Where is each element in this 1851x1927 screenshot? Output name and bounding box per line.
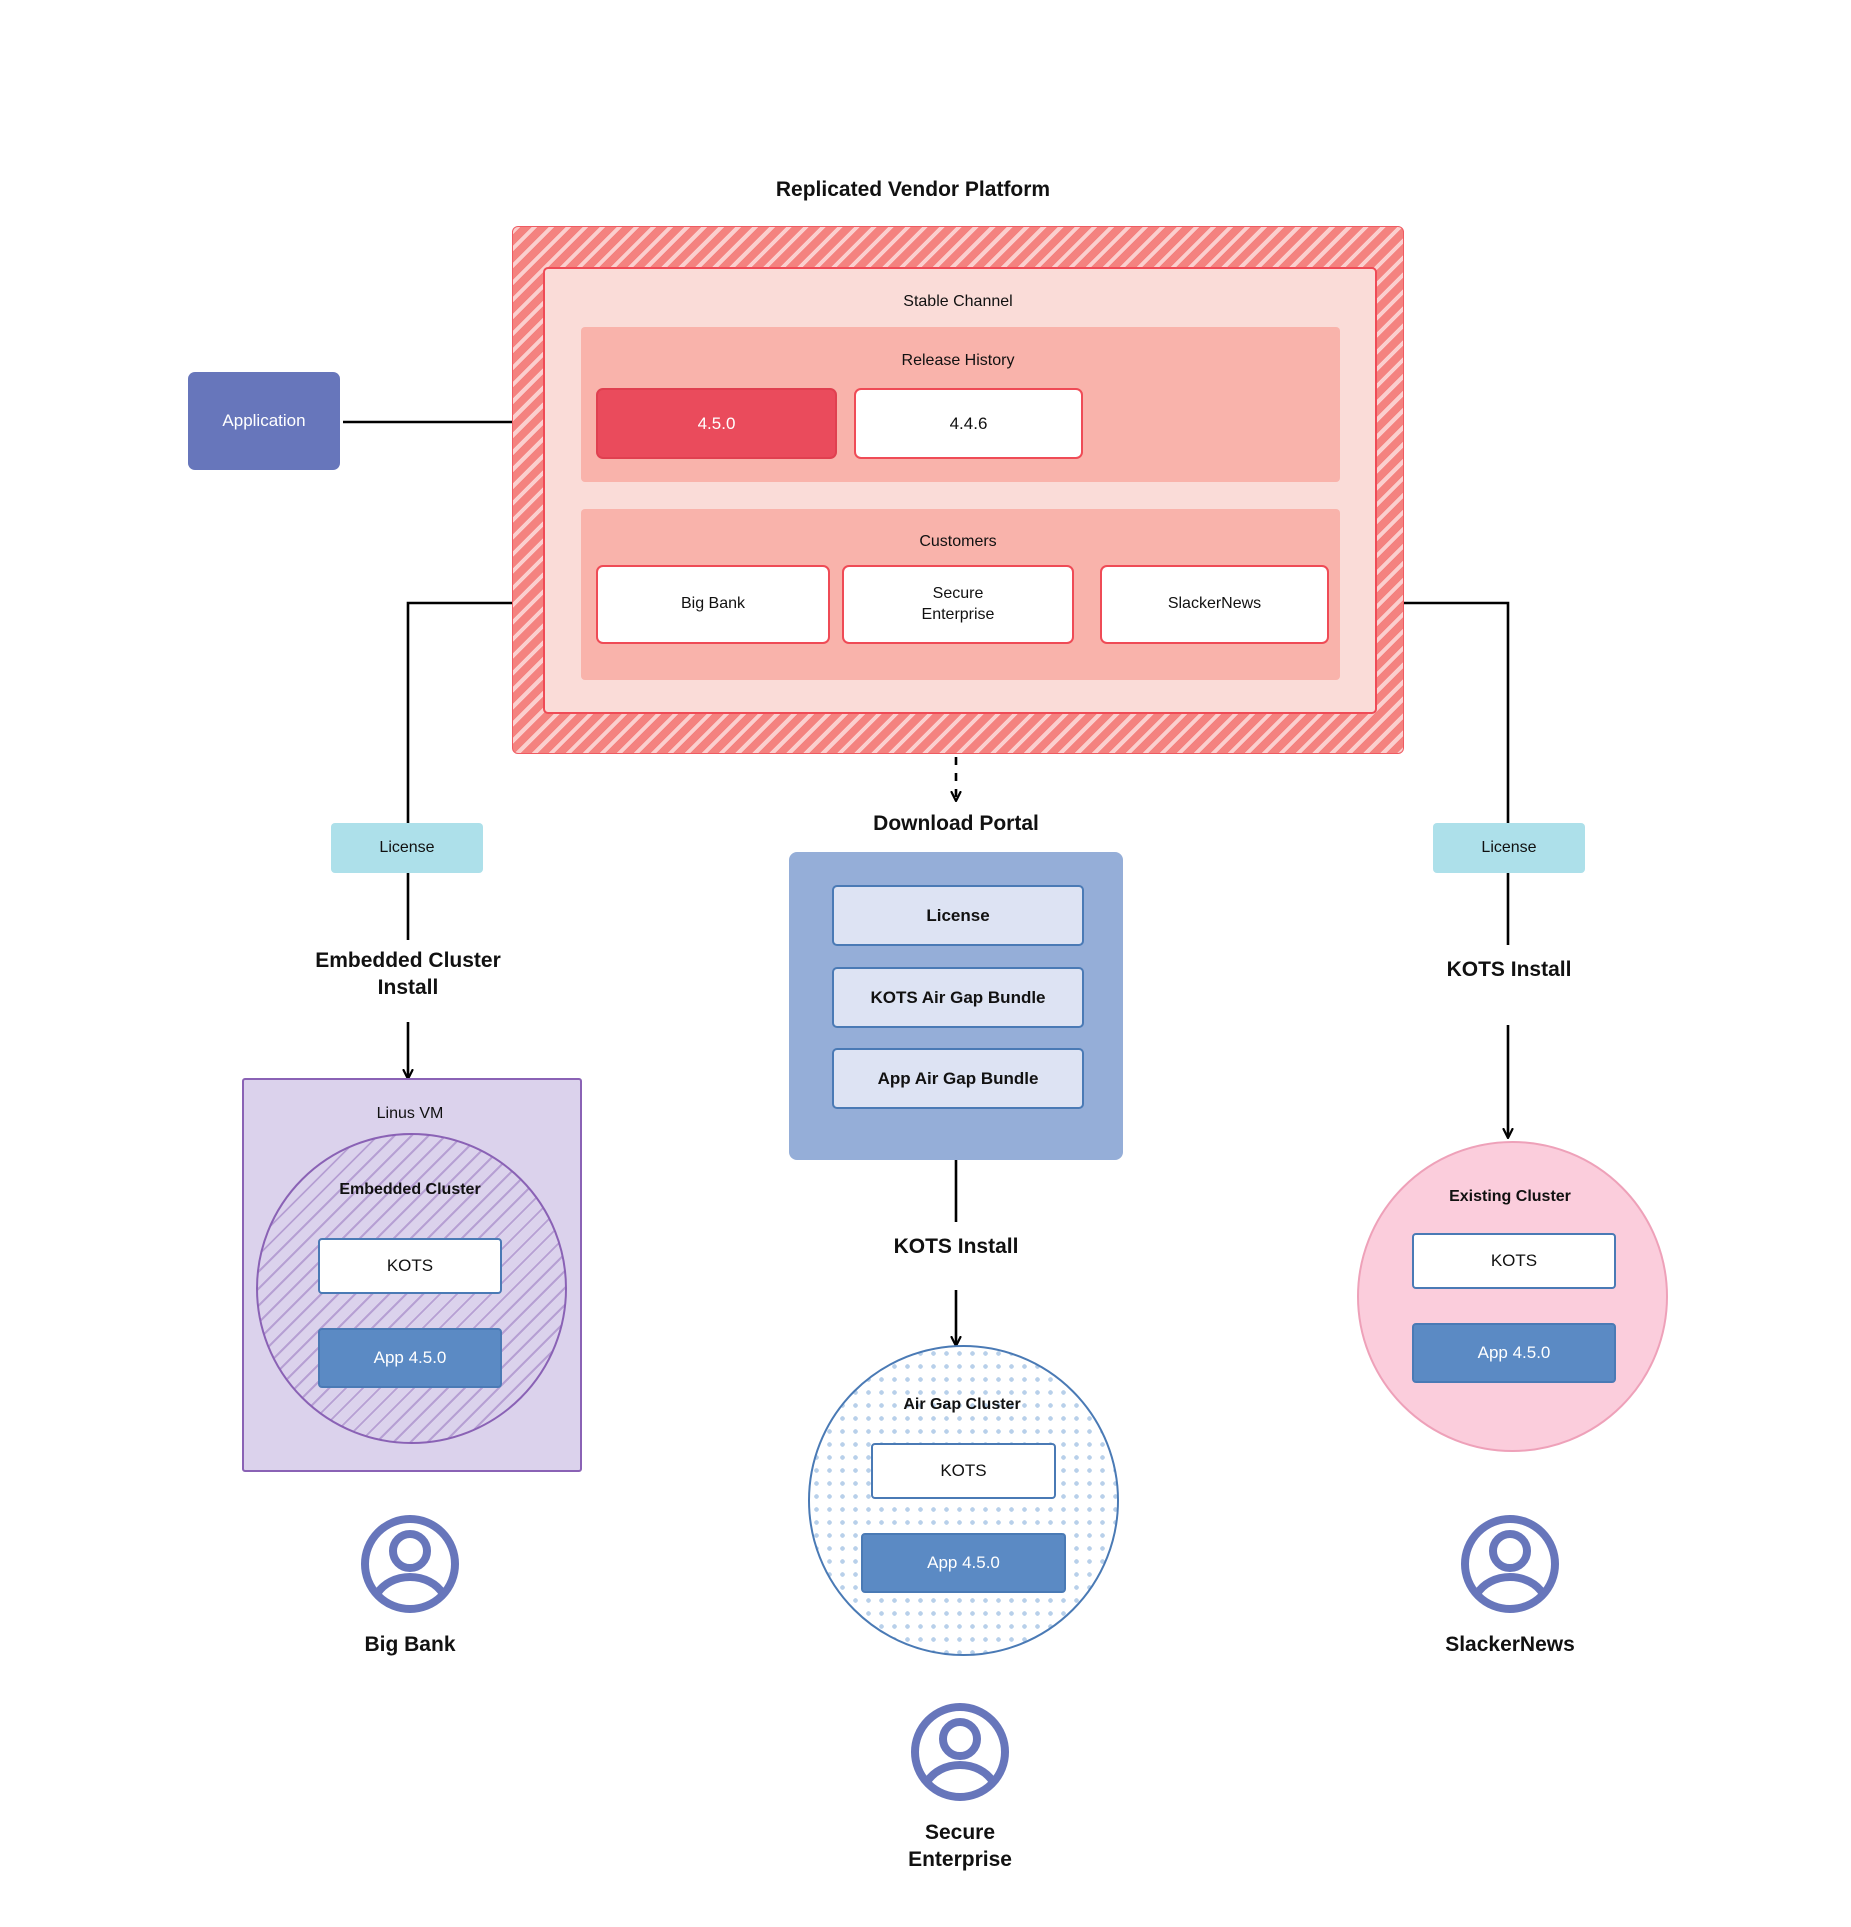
- kots-box-middle[interactable]: KOTS: [871, 1443, 1056, 1499]
- customers-label: Customers: [919, 533, 997, 550]
- customer-card-big-bank[interactable]: Big Bank: [596, 565, 830, 644]
- customer-card-slackernews[interactable]: SlackerNews: [1100, 565, 1329, 644]
- avatar-slackernews: [1461, 1515, 1559, 1613]
- portal-item-license[interactable]: License: [832, 885, 1084, 946]
- portal-item-kots-air-gap-bundle[interactable]: KOTS Air Gap Bundle: [832, 967, 1084, 1028]
- linux-vm-label: Linus VM: [376, 1105, 444, 1122]
- app-version-box-left[interactable]: App 4.5.0: [318, 1328, 502, 1388]
- existing-cluster-label: Existing Cluster: [1449, 1188, 1571, 1205]
- license-chip-right[interactable]: License: [1433, 823, 1585, 873]
- avatar-big-bank: [361, 1515, 459, 1613]
- app-version-box-middle[interactable]: App 4.5.0: [861, 1533, 1066, 1593]
- embedded-cluster-label: Embedded Cluster: [339, 1181, 481, 1198]
- kots-install-label-right: KOTS Install: [1446, 958, 1572, 981]
- kots-box-left[interactable]: KOTS: [318, 1238, 502, 1294]
- portal-item-app-air-gap-bundle[interactable]: App Air Gap Bundle: [832, 1048, 1084, 1109]
- download-portal-title: Download Portal: [873, 812, 1039, 835]
- stable-channel-label: Stable Channel: [903, 293, 1013, 310]
- customer-card-secure-enterprise[interactable]: Secure Enterprise: [842, 565, 1074, 644]
- existing-cluster-circle: [1357, 1141, 1668, 1452]
- air-gap-cluster-circle: [808, 1345, 1119, 1656]
- application-node[interactable]: Application: [188, 372, 340, 470]
- embedded-cluster-install-label: Embedded Cluster Install: [315, 949, 501, 999]
- platform-title: Replicated Vendor Platform: [775, 178, 1051, 201]
- release-card-current[interactable]: 4.5.0: [596, 388, 837, 459]
- customer-name-slackernews: SlackerNews: [1445, 1633, 1575, 1656]
- app-version-box-right[interactable]: App 4.5.0: [1412, 1323, 1616, 1383]
- kots-install-label-middle: KOTS Install: [893, 1235, 1019, 1258]
- customer-name-big-bank: Big Bank: [364, 1633, 456, 1656]
- release-history-label: Release History: [901, 352, 1015, 369]
- avatar-secure-enterprise: [911, 1703, 1009, 1801]
- release-card-previous[interactable]: 4.4.6: [854, 388, 1083, 459]
- customer-name-secure-enterprise: Secure Enterprise: [908, 1821, 1012, 1871]
- license-chip-left[interactable]: License: [331, 823, 483, 873]
- air-gap-cluster-label: Air Gap Cluster: [903, 1396, 1021, 1413]
- kots-box-right[interactable]: KOTS: [1412, 1233, 1616, 1289]
